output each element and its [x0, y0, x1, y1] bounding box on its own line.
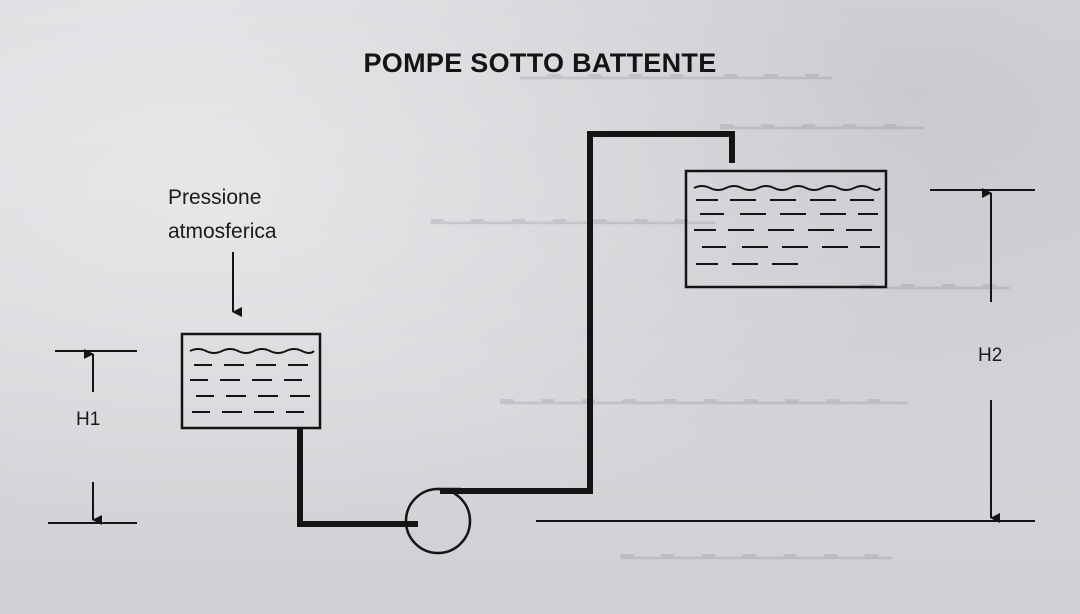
pressure-label-line1: Pressione [168, 186, 262, 209]
page-title: POMPE SOTTO BATTENTE [363, 48, 717, 78]
suction-water-surface [189, 348, 315, 354]
h1-dimension [48, 349, 137, 525]
suction-pipe [297, 429, 418, 527]
delivery-pipe [440, 131, 735, 494]
pressure-label-line2: atmosferica [168, 220, 277, 243]
h2-dimension [536, 188, 1035, 523]
delivery-tank [684, 169, 888, 289]
h1-label: H1 [76, 409, 101, 430]
delivery-water-surface [693, 185, 881, 191]
delivery-water-dashes [694, 199, 880, 265]
h2-label: H2 [978, 345, 1003, 366]
suction-water-dashes [190, 364, 310, 413]
suction-tank [180, 332, 322, 430]
